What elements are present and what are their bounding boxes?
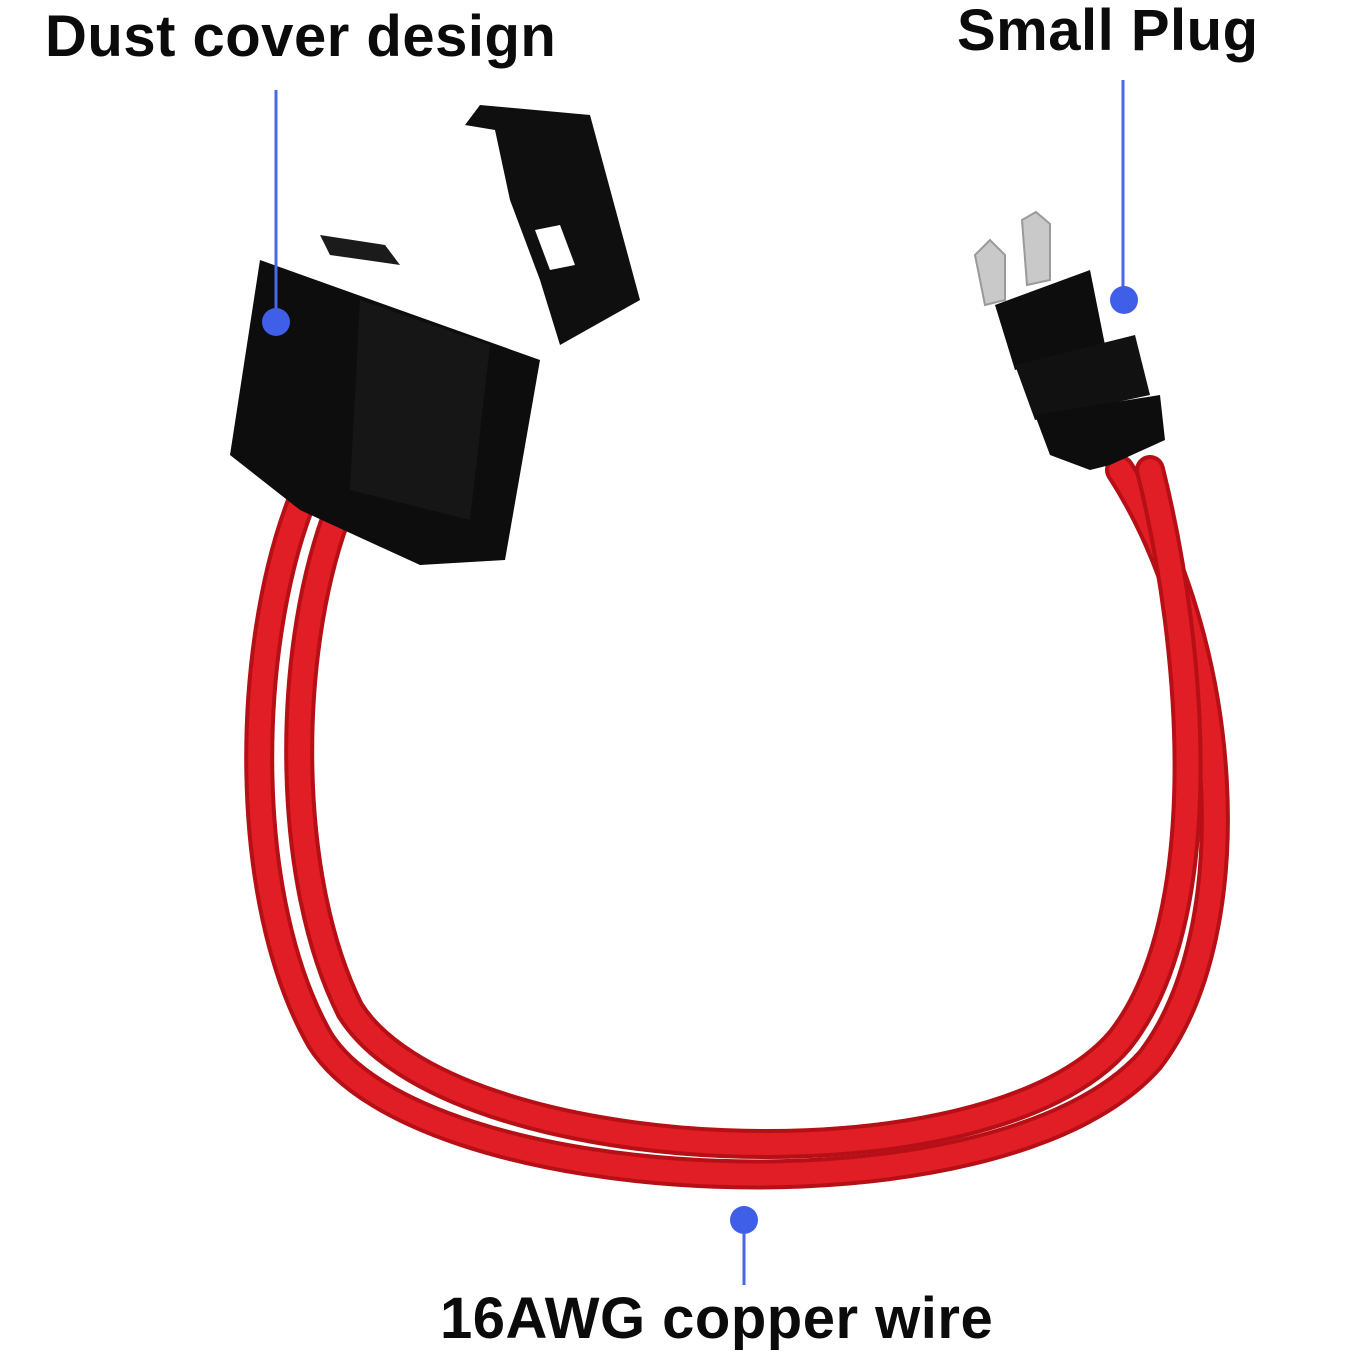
callouts [262,80,1138,1285]
red-wire-loop-icon [244,455,1230,1190]
lid-notch [535,225,575,270]
plug-collar [1015,335,1150,420]
callout-dot-wire [730,1206,758,1234]
fuse-holder-face [350,300,490,520]
plug-terminal-right [1020,210,1051,287]
lid-body [465,105,640,345]
callout-dot-small-plug [1110,286,1138,314]
wire-inner [284,455,1203,1160]
plug-head [995,270,1105,370]
wire-inner-highlight [288,459,1199,1156]
fuse-holder-icon [230,235,540,565]
label-dust-cover: Dust cover design [45,4,557,69]
fuse-holder-top-tab [320,235,400,265]
plug-terminal-left [973,238,1006,307]
plug-base [1035,395,1165,470]
blade-plug-icon [973,210,1165,470]
callout-dot-dust-cover [262,308,290,336]
wire-outer-highlight [248,459,1226,1186]
dust-cover-lid-icon [465,105,640,345]
label-small-plug: Small Plug [957,0,1259,63]
label-copper-wire: 16AWG copper wire [440,1286,994,1351]
